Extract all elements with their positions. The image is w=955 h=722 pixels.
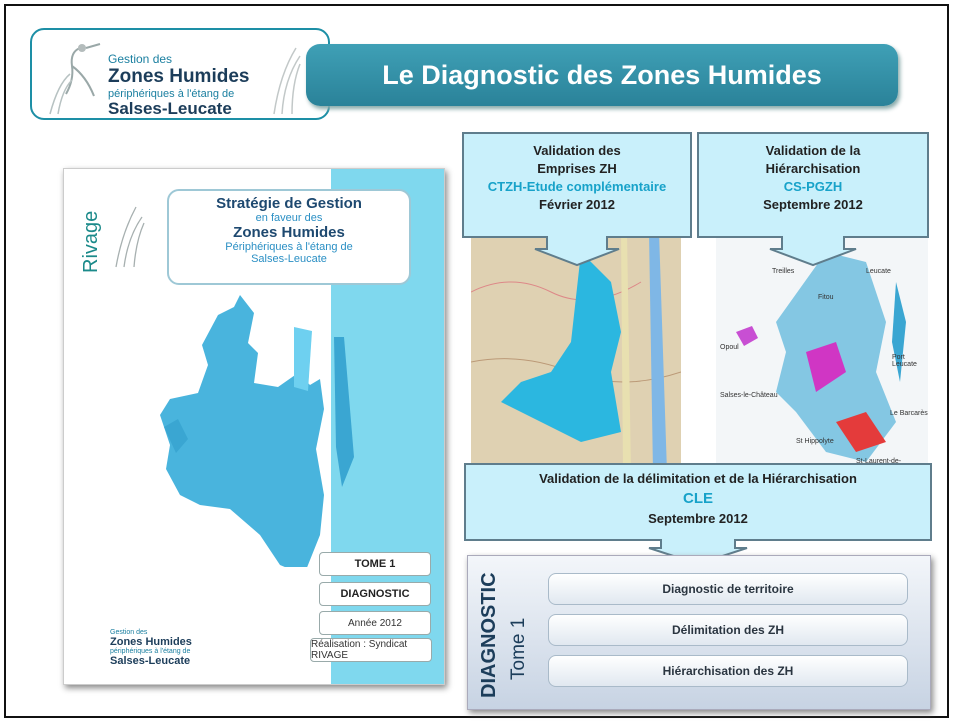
slide-title-banner: Le Diagnostic des Zones Humides [306, 44, 898, 106]
map-label-salses: Salses-le-Château [720, 392, 778, 399]
diagnostic-item-hierarchisation: Hiérarchisation des ZH [548, 655, 908, 687]
cover-title2: en faveur des [255, 212, 323, 224]
cover-brand: Rivage [80, 210, 102, 273]
logo-line4: Salses-Leucate [108, 99, 232, 118]
cover-title-box: Stratégie de Gestion en faveur des Zones… [167, 189, 411, 285]
callout-bottom-text: Validation de la délimitation et de la H… [539, 471, 857, 526]
diagnostic-tome: Tome 1 [508, 617, 529, 680]
hierarchisation-map-drawing [716, 232, 928, 472]
diagnostic-vertical-label: DIAGNOSTIC Tome 1 [474, 570, 542, 698]
logo-line1: Gestion des [108, 52, 173, 66]
map-label-fitou: Fitou [818, 294, 834, 301]
callout-right-text: Validation de la Hiérarchisation CS-PGZH… [763, 143, 863, 212]
diagnostic-item-delimitation: Délimitation des ZH [548, 614, 908, 646]
map-label-hippolyte: St Hippolyte [796, 438, 834, 445]
map-label-leucate: Leucate [866, 268, 891, 275]
cover-title4: Périphériques à l'étang de [225, 241, 353, 253]
callout-right-shape [697, 132, 929, 267]
diagnostic-panel: DIAGNOSTIC Tome 1 Diagnostic de territoi… [467, 555, 931, 710]
map-label-st-laurent: St-Laurent-de- [856, 458, 902, 465]
cover-title3: Zones Humides [233, 224, 345, 241]
map-label-barcares: Le Barcarès [890, 410, 928, 417]
cover-year: Année 2012 [319, 611, 431, 635]
cover-lagoon-map [160, 295, 354, 567]
cover-realisation: Réalisation : Syndicat RIVAGE [310, 638, 432, 662]
cover-title1: Stratégie de Gestion [216, 195, 362, 212]
diagnostic-heading: DIAGNOSTIC [478, 572, 500, 698]
slide-title: Le Diagnostic des Zones Humides [382, 59, 822, 90]
hierarchisation-map: Treilles Leucate Fitou Opoul Port Leucat… [716, 232, 928, 472]
reeds-icon [273, 47, 301, 115]
diagnostic-item-territoire: Diagnostic de territoire [548, 573, 908, 605]
callout-left-shape [462, 132, 692, 267]
heron-icon [49, 43, 101, 115]
map-label-opoul: Opoul [720, 344, 739, 351]
cover-logo: Gestion des Zones Humides périphériques … [110, 629, 192, 667]
logo: Gestion des Zones Humides périphériques … [30, 28, 330, 120]
emprises-map [471, 232, 681, 472]
map-label-treilles: Treilles [772, 268, 795, 275]
cover-diagnostic: DIAGNOSTIC [319, 582, 431, 606]
logo-line3: périphériques à l'étang de [108, 88, 235, 100]
callout-left-text: Validation des Emprises ZH CTZH-Etude co… [487, 143, 667, 212]
logo-line2: Zones Humides [108, 66, 250, 87]
map-label-port-leucate: Port Leucate [892, 354, 917, 368]
cover-tome: TOME 1 [319, 552, 431, 576]
emprises-map-drawing [471, 232, 681, 472]
cover-reeds-icon [115, 206, 145, 268]
document-cover: Rivage Stratégie de Gestion en faveur de… [63, 168, 445, 685]
cover-title5: Salses-Leucate [251, 253, 327, 265]
